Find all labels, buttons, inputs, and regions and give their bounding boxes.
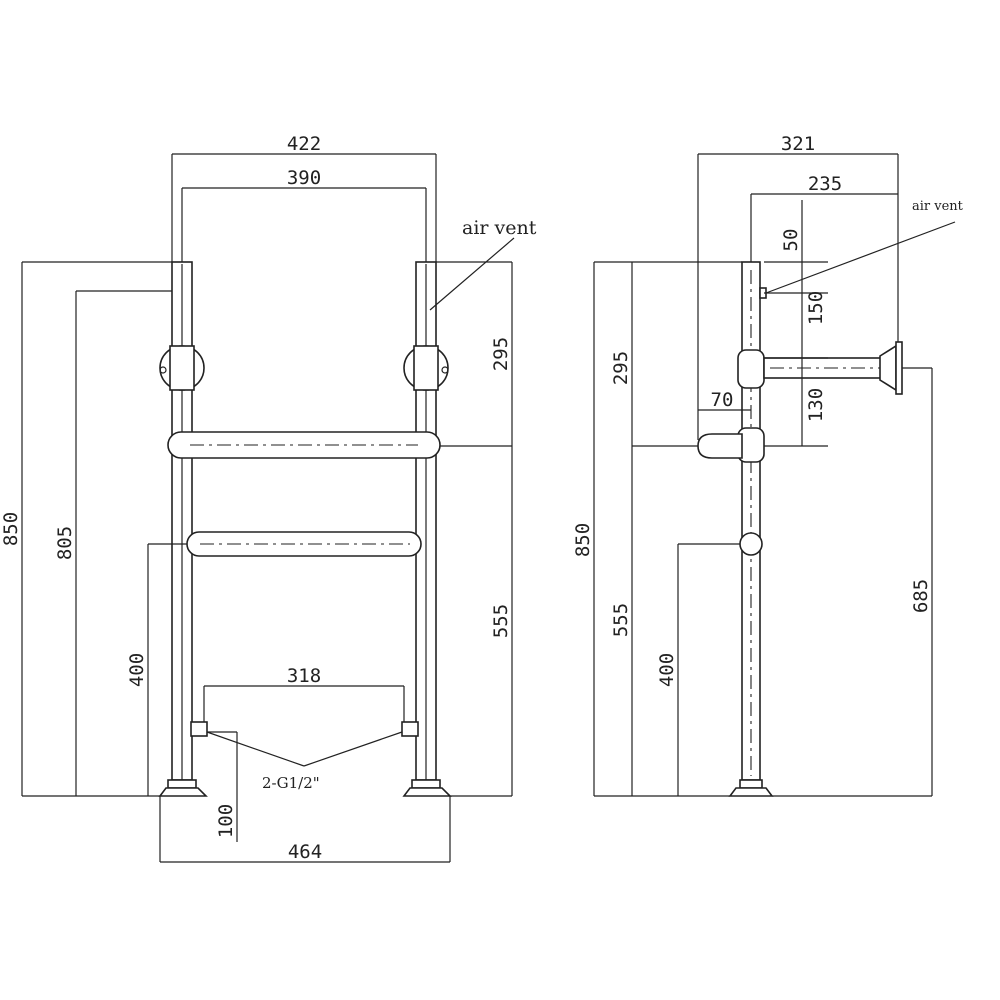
dim-555-front: 555 (490, 604, 512, 638)
front-right-valve (401, 721, 419, 737)
label-air-vent-side: air vent (912, 199, 964, 214)
dim-150: 150 (805, 291, 827, 325)
dim-805: 805 (54, 526, 76, 560)
side-vertical-pipe (741, 261, 761, 781)
front-left-wall-bracket (159, 345, 205, 391)
front-right-wall-bracket (403, 345, 449, 391)
dim-422: 422 (287, 133, 321, 155)
front-right-foot (402, 779, 452, 797)
dim-321: 321 (781, 133, 815, 155)
label-air-vent-front: air vent (462, 217, 537, 239)
dim-400-side: 400 (656, 653, 678, 687)
dim-70: 70 (711, 389, 734, 411)
dim-295-front: 295 (490, 337, 512, 371)
front-left-foot (158, 779, 208, 797)
label-connection-size: 2-G1/2" (262, 774, 320, 792)
dim-295-side: 295 (610, 351, 632, 385)
front-upper-rail (167, 431, 441, 459)
side-foot (728, 779, 774, 797)
front-left-valve (190, 721, 208, 737)
dim-400-front: 400 (126, 653, 148, 687)
dim-50: 50 (780, 229, 802, 252)
side-lower-rail-end (739, 532, 763, 556)
front-view: 422 390 850 805 400 295 555 318 (0, 133, 537, 863)
side-wall-arm (737, 341, 903, 395)
dim-464: 464 (288, 841, 322, 863)
dim-235: 235 (808, 173, 842, 195)
dim-685: 685 (910, 579, 932, 613)
front-lower-rail (186, 531, 422, 557)
side-rail-joint (697, 427, 765, 463)
front-left-pipe (171, 261, 193, 781)
dim-850: 850 (0, 512, 22, 546)
side-view: 321 235 50 150 130 70 850 295 555 400 (572, 133, 964, 797)
dim-130: 130 (805, 388, 827, 422)
dim-100: 100 (215, 804, 237, 838)
dim-390: 390 (287, 167, 321, 189)
dim-850-side: 850 (572, 523, 594, 557)
front-right-pipe (415, 261, 437, 781)
dim-318: 318 (287, 665, 321, 687)
dim-555-side: 555 (610, 603, 632, 637)
